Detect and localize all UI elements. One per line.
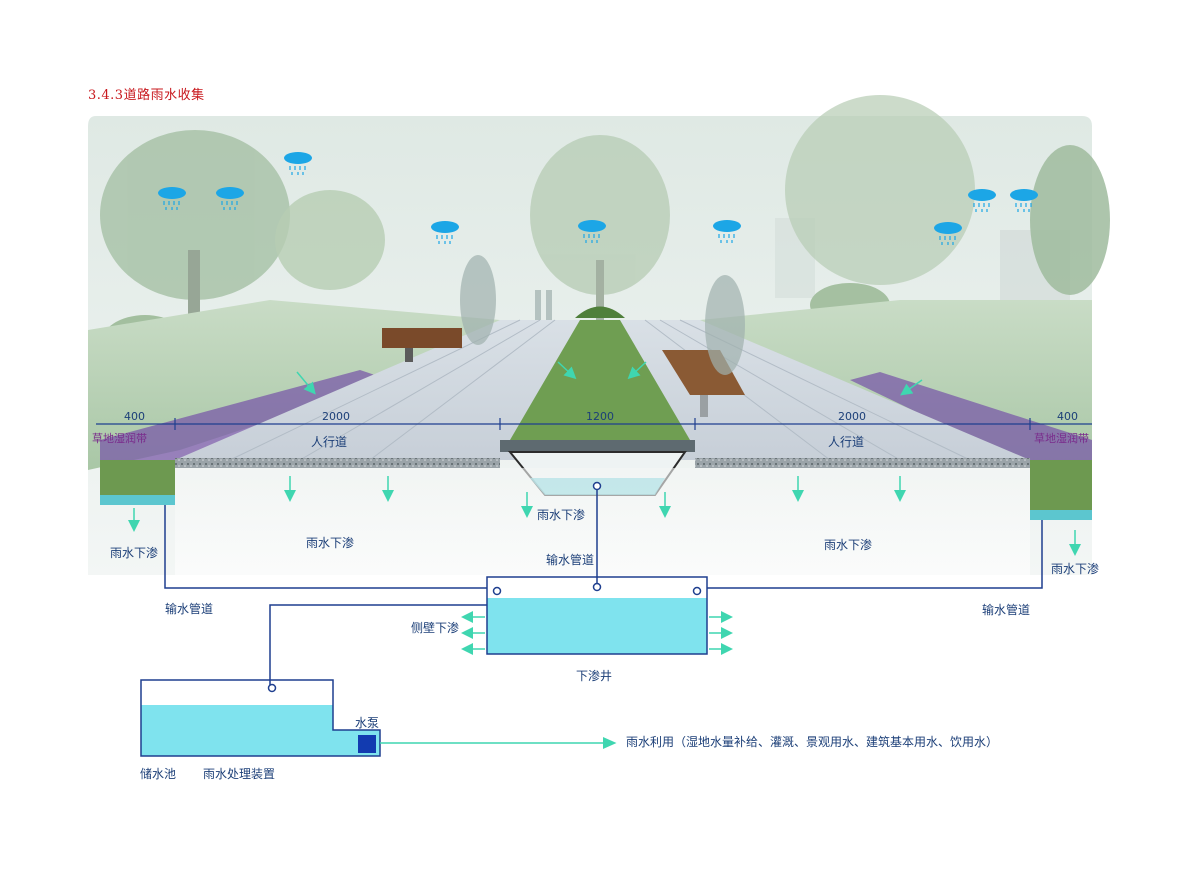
rain-cloud [216, 187, 244, 210]
rain-cloud [158, 187, 186, 210]
side-infiltration-arrows [461, 611, 733, 655]
label-pipe-right: 输水管道 [982, 603, 1031, 617]
dimension-line [96, 418, 1092, 430]
bench-left [382, 328, 462, 362]
label-usage: 雨水利用（湿地水量补给、灌溉、景观用水、建筑基本用水、饮用水） [626, 735, 999, 749]
label-walkway-left: 人行道 [311, 435, 348, 449]
dim-center: 1200 [586, 410, 614, 423]
infiltration-well [486, 576, 708, 655]
infiltration-arrows [128, 476, 1081, 556]
tree-right [1030, 145, 1110, 295]
dim-left-walk: 2000 [322, 410, 350, 423]
label-pipe-left: 输水管道 [165, 602, 214, 616]
tree-left-2 [275, 190, 385, 290]
rain-cloud [431, 221, 459, 244]
pipe-network [164, 486, 1043, 688]
page-title: 3.4.3道路雨水收集 [88, 88, 205, 103]
label-walkway-right: 人行道 [828, 435, 865, 449]
tree-left [100, 130, 290, 330]
landscape-scene [88, 95, 1110, 575]
label-infiltration-well: 下渗井 [576, 669, 613, 683]
label-wetland-left: 草地湿润带 [92, 432, 147, 445]
dim-right-edge: 400 [1057, 410, 1078, 423]
label-infiltration-left-edge: 雨水下渗 [110, 546, 159, 560]
label-infiltration-right: 雨水下渗 [824, 538, 873, 552]
label-infiltration-right-edge: 雨水下渗 [1051, 562, 1100, 576]
rain-clouds [158, 152, 1038, 245]
rain-cloud [1010, 189, 1038, 212]
tree-center [530, 135, 670, 320]
tree-center-right [785, 95, 975, 285]
label-side-infiltration: 侧壁下渗 [411, 621, 460, 635]
rain-cloud [284, 152, 312, 175]
label-pump: 水泵 [355, 716, 380, 730]
label-wetland-right: 草地湿润带 [1034, 432, 1089, 445]
label-infiltration-center: 雨水下渗 [537, 508, 586, 522]
storage-tank [140, 679, 381, 757]
dim-left-edge: 400 [124, 410, 145, 423]
rain-cloud [713, 220, 741, 243]
rain-cloud [578, 220, 606, 243]
label-pipe-center: 输水管道 [546, 553, 595, 567]
rain-cloud [968, 189, 996, 212]
runoff-arrows [296, 361, 923, 396]
label-treatment: 雨水处理装置 [203, 767, 276, 781]
pump-icon [358, 735, 376, 753]
people-silhouettes [460, 255, 745, 375]
rain-cloud [934, 222, 962, 245]
label-storage: 储水池 [140, 767, 177, 781]
label-infiltration-left: 雨水下渗 [306, 536, 355, 550]
dim-right-walk: 2000 [838, 410, 866, 423]
